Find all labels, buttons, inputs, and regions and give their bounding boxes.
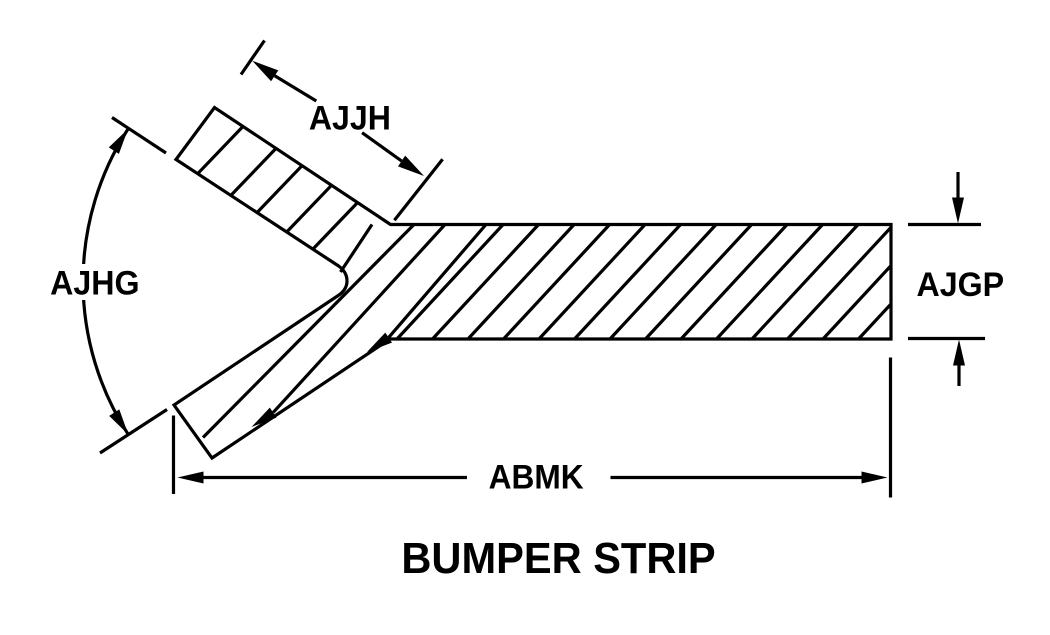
svg-text:AJGP: AJGP xyxy=(917,266,1005,304)
svg-text:AJJH: AJJH xyxy=(309,99,391,137)
svg-text:AJHG: AJHG xyxy=(50,265,140,303)
svg-text:ABMK: ABMK xyxy=(489,459,584,497)
svg-text:BUMPER STRIP: BUMPER STRIP xyxy=(401,534,715,583)
